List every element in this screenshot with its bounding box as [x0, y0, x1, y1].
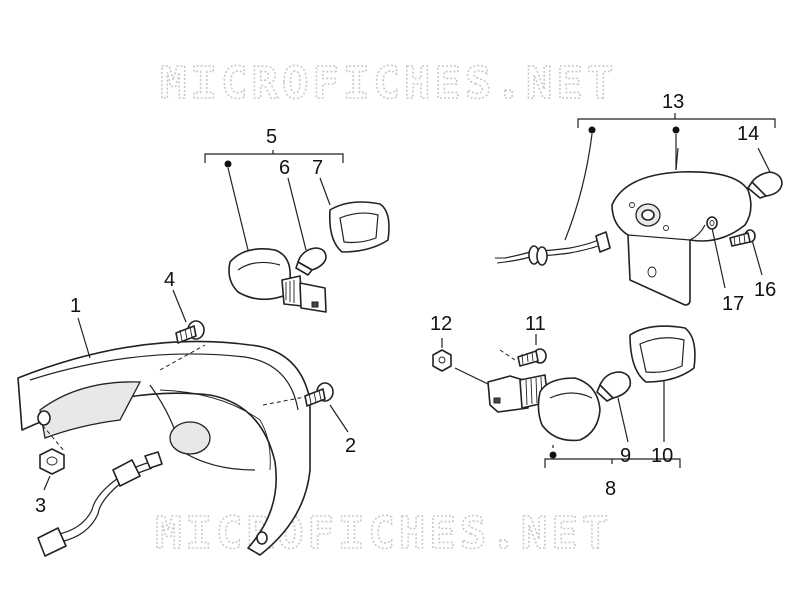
part-10-right-lens	[629, 325, 696, 442]
callout-2: 2	[345, 435, 356, 457]
callout-11: 11	[525, 313, 546, 335]
part-13-rear-housing	[611, 171, 752, 306]
leader-2	[329, 404, 349, 433]
leader-3	[43, 475, 51, 491]
callout-7: 7	[312, 157, 323, 179]
watermark-top: MICROFICHES.NET	[160, 58, 617, 109]
part-2-screw	[304, 382, 334, 407]
callout-5: 5	[266, 126, 277, 148]
part-17-washer	[706, 216, 726, 289]
part-13-cable	[495, 231, 611, 266]
part-13-mirror-housing-bracket	[564, 113, 776, 241]
part-14-bulb	[747, 147, 783, 199]
callout-4: 4	[164, 269, 175, 291]
part-7-left-lens	[319, 177, 390, 253]
leader-4	[172, 289, 187, 323]
part-12-nut	[432, 338, 491, 386]
callout-9: 9	[620, 445, 631, 467]
part-11-screw	[499, 334, 547, 367]
wire-harness	[37, 344, 316, 557]
part-4-screw	[175, 320, 205, 344]
watermark-bottom: MICROFICHES.NET	[155, 508, 612, 559]
leader-1	[77, 317, 91, 359]
callout-6: 6	[279, 157, 290, 179]
part-9-right-bulb	[596, 371, 632, 443]
leader-13	[675, 147, 679, 171]
callout-8: 8	[605, 478, 616, 500]
part-1-tail-light-body	[17, 340, 311, 556]
part-16-screw	[729, 229, 763, 276]
part-8-right-indicator-body	[487, 374, 681, 468]
part-6-left-bulb	[287, 177, 327, 276]
part-3-nut	[39, 448, 65, 475]
callout-13: 13	[662, 91, 684, 113]
callout-12: 12	[430, 313, 452, 335]
callout-16: 16	[754, 279, 776, 301]
part-5-left-indicator-body	[228, 248, 327, 313]
part-5-left-indicator-bracket	[204, 150, 344, 251]
callout-17: 17	[722, 293, 744, 315]
callout-10: 10	[651, 445, 673, 467]
callout-3: 3	[35, 495, 46, 517]
callout-1: 1	[70, 295, 81, 317]
callout-14: 14	[737, 123, 759, 145]
